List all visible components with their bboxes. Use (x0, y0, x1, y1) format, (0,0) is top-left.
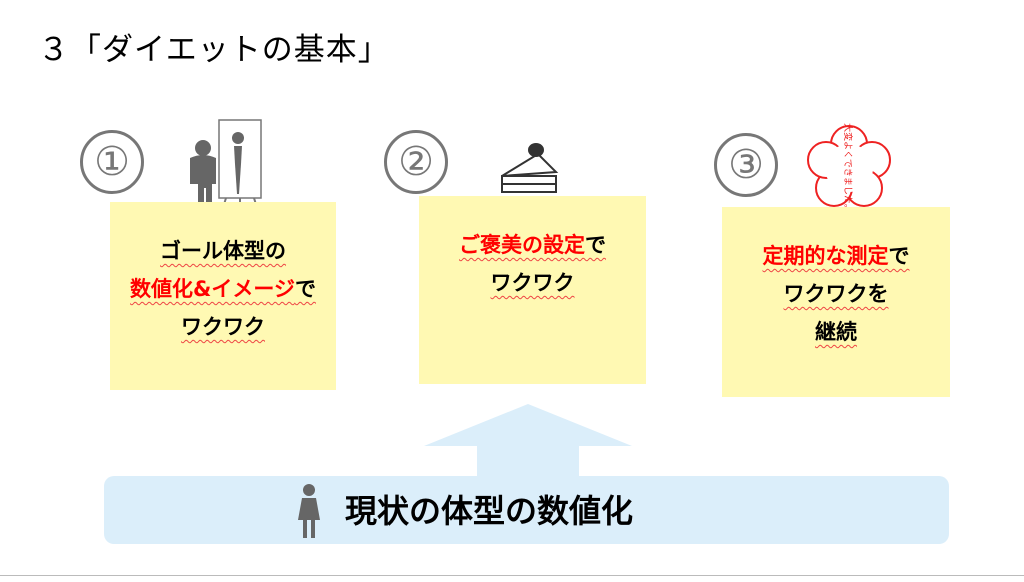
step-note-1: ゴール体型の 数値化&イメージで ワクワク (110, 202, 336, 390)
note-text: で (888, 244, 910, 268)
note-highlight: 定期的な測定 (762, 244, 889, 268)
note-text: 継続 (815, 320, 857, 344)
note-text: ワクワクを (783, 282, 889, 306)
note-text: ゴール体型の (160, 239, 286, 263)
step-note-3: 定期的な測定で ワクワクを 継続 (722, 207, 950, 397)
step-note-2: ご褒美の設定で ワクワク (419, 196, 646, 384)
note-highlight: ご褒美の設定 (459, 233, 585, 257)
step-number-3: ③ (714, 133, 778, 197)
divider (0, 575, 1024, 576)
note-text: で (585, 233, 606, 257)
mirror-body-icon (190, 119, 262, 213)
slide-title: ３「ダイエットの基本」 (38, 32, 390, 68)
note-highlight: 数値化&イメージ (130, 277, 295, 301)
cake-icon (488, 132, 568, 208)
note-text: ワクワク (490, 271, 575, 295)
step-number-1: ① (80, 130, 144, 194)
note-text: で (294, 277, 316, 301)
svg-text:大変よくできました。: 大変よくできました。 (842, 123, 854, 212)
person-icon (298, 484, 320, 538)
up-arrow (424, 404, 632, 478)
stamp-icon: 大変よくできました。 (807, 123, 891, 212)
note-text: ワクワク (181, 315, 265, 339)
base-band (104, 476, 949, 544)
base-label: 現状の体型の数値化 (345, 492, 634, 530)
step-number-2: ② (384, 130, 448, 194)
